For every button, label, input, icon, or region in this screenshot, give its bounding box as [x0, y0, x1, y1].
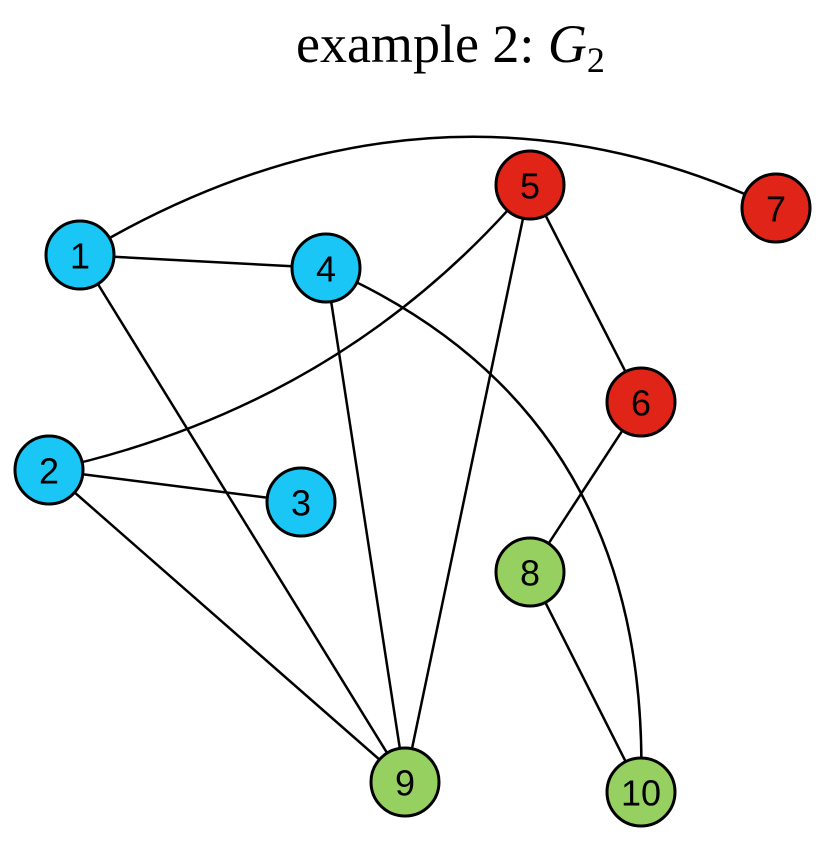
node-label: 3 — [291, 483, 311, 524]
node-4: 4 — [290, 232, 362, 304]
node-circle — [605, 366, 677, 438]
node-8: 8 — [494, 536, 566, 608]
diagram-title: example 2: G2 — [296, 14, 605, 80]
node-circle — [740, 172, 812, 244]
node-label: 4 — [316, 249, 336, 290]
edges-layer — [48, 135, 777, 793]
edge-4-10 — [325, 266, 643, 793]
node-circle — [605, 756, 677, 828]
node-circle — [44, 219, 116, 291]
node-circle — [494, 536, 566, 608]
node-label: 9 — [395, 763, 415, 804]
node-circle — [265, 466, 337, 538]
edge-2-3 — [48, 468, 302, 504]
node-circle — [290, 232, 362, 304]
node-circle — [13, 434, 85, 506]
node-label: 5 — [520, 166, 540, 207]
edge-5-6 — [528, 184, 643, 403]
edge-2-5 — [48, 184, 531, 472]
node-2: 2 — [13, 434, 85, 506]
node-label: 6 — [631, 383, 651, 424]
node-label: 10 — [621, 773, 661, 814]
node-10: 10 — [605, 756, 677, 828]
node-label: 7 — [766, 189, 786, 230]
node-7: 7 — [740, 172, 812, 244]
node-label: 2 — [39, 451, 59, 492]
node-9: 9 — [369, 746, 441, 818]
node-5: 5 — [494, 149, 566, 221]
edge-1-7 — [79, 135, 777, 257]
title-variable: G — [548, 14, 587, 74]
node-6: 6 — [605, 366, 677, 438]
node-1: 1 — [44, 219, 116, 291]
node-circle — [369, 746, 441, 818]
nodes-layer: 1 2 3 4 5 6 7 8 9 10 — [13, 149, 812, 828]
title-subscript: 2 — [587, 40, 605, 80]
edge-8-10 — [528, 571, 643, 793]
edge-1-9 — [78, 254, 407, 783]
node-label: 8 — [520, 553, 540, 594]
edge-4-9 — [324, 267, 407, 783]
edge-5-9 — [403, 184, 532, 783]
title-prefix: example 2: — [296, 14, 548, 74]
edge-1-4 — [79, 253, 327, 270]
node-label: 1 — [70, 236, 90, 277]
node-3: 3 — [265, 466, 337, 538]
edge-2-9 — [48, 469, 406, 783]
node-circle — [494, 149, 566, 221]
